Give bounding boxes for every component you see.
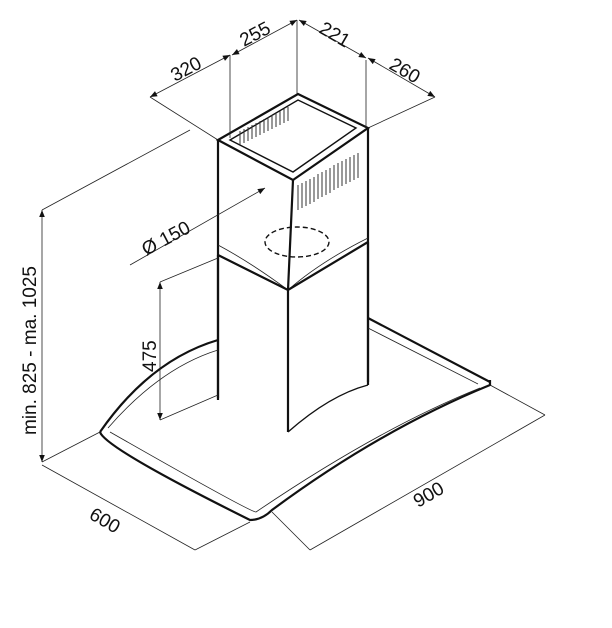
dim-600: 600 [86, 504, 124, 538]
dim-260: 260 [386, 54, 424, 88]
dim-255: 255 [236, 18, 274, 51]
dim-221: 221 [316, 18, 354, 52]
duct-outlet [264, 226, 330, 258]
dim-900: 900 [410, 478, 448, 512]
canopy [98, 317, 492, 522]
vent-slots [239, 107, 359, 210]
dimension-labels: 320 255 221 260 Ø 150 475 min. 825 - ma.… [20, 18, 448, 538]
dimension-lines [39, 19, 546, 551]
dim-320: 320 [167, 53, 205, 86]
dim-475: 475 [140, 340, 161, 372]
dim-total-height: min. 825 - ma. 1025 [20, 266, 41, 435]
chimney-upper [215, 92, 371, 398]
dim-duct-diameter: Ø 150 [138, 218, 194, 261]
chimney-lower [216, 226, 370, 433]
